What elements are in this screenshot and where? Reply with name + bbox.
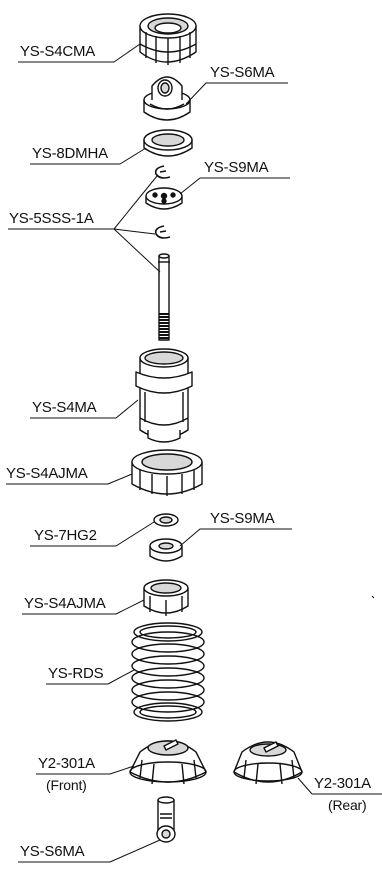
e-clip-upper (154, 165, 171, 179)
label-top-cap: YS-S4CMA (20, 43, 96, 60)
label-adjuster-nut: YS-S4AJMA (6, 465, 88, 482)
label-spring: YS-RDS (48, 665, 104, 682)
label-seal-holder: YS-8DMHA (32, 145, 108, 162)
stray-mark (371, 595, 375, 599)
o-ring-part (153, 513, 179, 527)
label-spring-cup-rear-note: (Rear) (328, 797, 367, 813)
spring-part (131, 622, 205, 722)
shock-body-part (135, 348, 193, 443)
label-lower-rod-end: YS-S6MA (20, 843, 85, 860)
label-upper-rod-end: YS-S6MA (210, 64, 275, 81)
label-spring-cup-rear: Y2-301A (314, 775, 371, 792)
lower-rod-end-part (156, 796, 176, 843)
lower-adjuster-part (143, 579, 189, 616)
adjuster-nut-part (131, 449, 203, 496)
seal-holder-part (143, 129, 193, 157)
spring-cup-front-part (129, 739, 207, 785)
lower-piston-part (149, 538, 183, 562)
top-cap-part (139, 13, 197, 65)
label-o-ring: YS-7HG2 (34, 527, 97, 544)
label-piston: YS-S9MA (204, 159, 269, 176)
label-spring-cup-front: Y2-301A (38, 755, 95, 772)
leader-lines (6, 43, 382, 863)
upper-rod-end-part (143, 76, 191, 121)
piston-part (145, 187, 183, 210)
spring-cup-rear-part (233, 741, 303, 785)
label-shaft-set: YS-5SSS-1A (9, 210, 94, 227)
e-clip-lower (154, 225, 171, 239)
label-spring-cup-front-note: (Front) (46, 777, 87, 793)
shaft-part (158, 253, 170, 341)
label-lower-adjuster: YS-S4AJMA (24, 595, 106, 612)
label-lower-piston: YS-S9MA (210, 510, 275, 527)
label-shock-body: YS-S4MA (32, 399, 97, 416)
